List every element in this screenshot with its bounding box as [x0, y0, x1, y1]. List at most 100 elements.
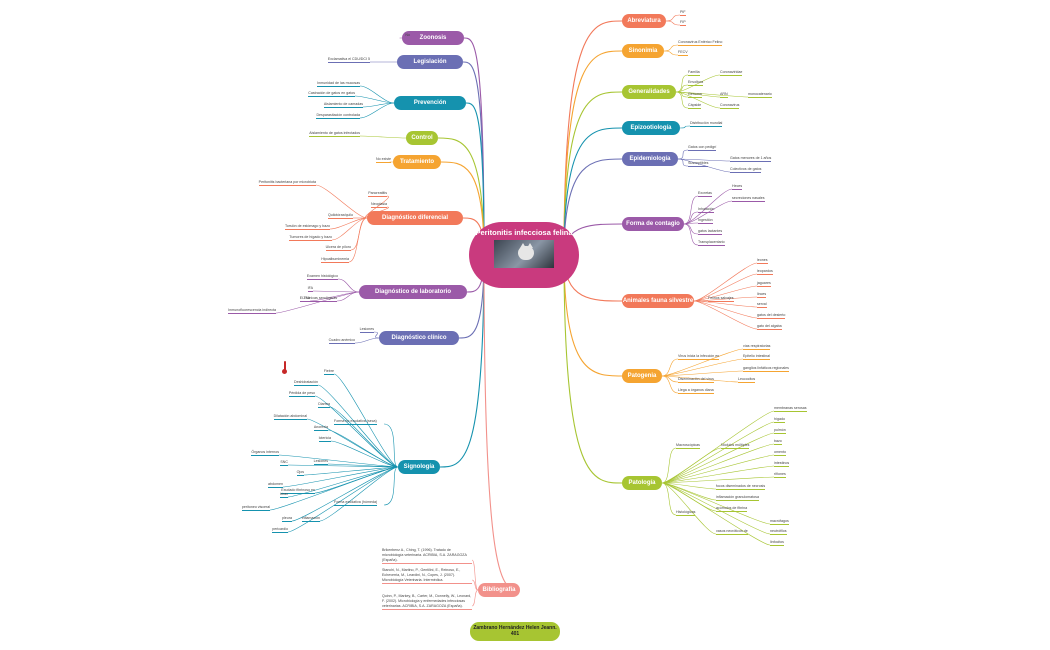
- leaf-contagio[interactable]: gatos lactantes: [698, 229, 723, 235]
- leaf-dx-laboratorio[interactable]: IFA: [307, 286, 313, 292]
- leaf-patologia[interactable]: riñones: [774, 472, 786, 478]
- branch-tratamiento[interactable]: Tratamiento: [393, 155, 441, 169]
- leaf-tratamiento[interactable]: No existe: [376, 157, 391, 163]
- leaf-prevencion[interactable]: Desparasitación controlada: [316, 113, 360, 119]
- leaf-contagio[interactable]: Ingestión: [698, 218, 713, 224]
- leaf-signologia-humeda[interactable]: peritoneo visceral: [241, 505, 270, 511]
- leaf-patologia[interactable]: linfocitos: [770, 540, 784, 546]
- bibliography-entry[interactable]: Quinn, P., Markey, B., Carter, M., Donne…: [382, 594, 472, 610]
- leaf-dx-clinico[interactable]: Cuadro anémico: [328, 338, 355, 344]
- leaf-signologia-seca[interactable]: SNC: [280, 460, 288, 466]
- leaf-contagio[interactable]: Transplacentario: [698, 240, 725, 246]
- branch-epidemiologia[interactable]: Epidemiología: [622, 152, 678, 166]
- leaf-patogenia[interactable]: Llega a órganos diana: [678, 388, 714, 394]
- branch-contagio[interactable]: Forma de contagio: [622, 217, 684, 231]
- leaf-prevencion[interactable]: Aislamiento de camadas: [323, 102, 363, 108]
- leaf-signologia-seca[interactable]: Ojos: [296, 470, 304, 476]
- leaf-signologia-humeda[interactable]: pleura: [282, 516, 292, 522]
- leaf-signologia-humeda-label[interactable]: Forma exudativa (húmeda): [334, 500, 378, 506]
- leaf-patologia[interactable]: bazo: [774, 439, 782, 445]
- branch-prevencion[interactable]: Prevención: [394, 96, 466, 110]
- leaf-signologia-seca[interactable]: Fiebre: [323, 369, 334, 375]
- leaf-fauna[interactable]: leones: [757, 258, 768, 264]
- branch-legislacion[interactable]: Legislación: [397, 55, 463, 69]
- leaf-epizootiologia[interactable]: Distribución mundial: [690, 121, 723, 127]
- leaf-generalidades[interactable]: Genoma: [688, 92, 702, 98]
- leaf-dx-diferencial[interactable]: Hipoalbuminemia: [321, 257, 349, 263]
- leaf-signologia-seca[interactable]: Dilatación abdominal: [273, 414, 307, 420]
- leaf-signologia-seca[interactable]: Órganos internos: [251, 450, 279, 456]
- leaf-patologia[interactable]: macrófagos: [770, 519, 789, 525]
- leaf-patogenia[interactable]: Epitelio intestinal: [743, 354, 770, 360]
- leaf-contagio[interactable]: secreciones nasales: [732, 196, 765, 202]
- leaf-prevencion[interactable]: Castración de gatos en gatos: [308, 91, 355, 97]
- branch-generalidades[interactable]: Generalidades: [622, 85, 676, 99]
- leaf-dx-laboratorio[interactable]: Inmunofluorescencia indirecta: [228, 308, 276, 314]
- leaf-prevencion[interactable]: Inmunidad de las mucosas: [317, 81, 360, 87]
- leaf-patologia[interactable]: hígado: [774, 417, 785, 423]
- leaf-epidemiologia[interactable]: Gatos con pedigrí: [688, 145, 717, 151]
- leaf-generalidades[interactable]: Coronavirus: [720, 103, 740, 109]
- leaf-epidemiologia[interactable]: Gatos menores de 1 años: [730, 156, 772, 162]
- leaf-control[interactable]: Aislamiento de gatos infectados: [309, 131, 360, 137]
- leaf-signologia-humeda[interactable]: pericardio: [272, 527, 288, 533]
- leaf-contagio[interactable]: Inhalación: [698, 207, 715, 213]
- leaf-generalidades[interactable]: Familia: [688, 70, 700, 76]
- leaf-fauna[interactable]: linces: [757, 292, 767, 298]
- branch-dx-clinico[interactable]: Diagnóstico clínico: [379, 331, 459, 345]
- leaf-contagio[interactable]: Excretas: [698, 191, 712, 197]
- leaf-generalidades[interactable]: Cápside: [688, 103, 702, 109]
- bibliography-entry[interactable]: Stanchi, N., Martino, P., Gentilini, E.,…: [382, 568, 472, 584]
- leaf-dx-diferencial[interactable]: Peritonitis bacteriana por microbiota: [258, 180, 316, 186]
- leaf-fauna[interactable]: serval: [757, 302, 767, 308]
- branch-dx-diferencial[interactable]: Diagnóstico diferencial: [367, 211, 463, 225]
- leaf-dx-diferencial[interactable]: Torsión de estómago y bazo: [285, 224, 330, 230]
- leaf-patologia[interactable]: inflamación granulomatosa: [716, 495, 759, 501]
- leaf-patogenia[interactable]: ganglios linfáticos regionales: [743, 366, 789, 372]
- bibliography-entry[interactable]: Brikenbenz A., Ching, T. (1996). Tratado…: [382, 548, 472, 564]
- leaf-patologia[interactable]: Nódulos múltiples: [721, 443, 750, 449]
- leaf-dx-clinico[interactable]: Lesiones: [359, 327, 374, 333]
- leaf-generalidades[interactable]: Envoltura: [688, 80, 704, 86]
- leaf-fauna[interactable]: jaguares: [757, 281, 771, 287]
- leaf-patogenia[interactable]: vías respiratorias: [743, 344, 771, 350]
- leaf-signologia-seca[interactable]: Anorexia: [313, 425, 328, 431]
- leaf-signologia-humeda[interactable]: Exudado fibrinoso en: [281, 488, 315, 494]
- leaf-fauna[interactable]: leopardos: [757, 269, 773, 275]
- leaf-patologia[interactable]: pulmón: [774, 428, 786, 434]
- leaf-abreviatura[interactable]: PIF: [680, 10, 686, 16]
- branch-signologia[interactable]: Signología: [398, 460, 440, 474]
- leaf-dx-diferencial[interactable]: Quilotórax/quilo: [328, 213, 353, 219]
- branch-abreviatura[interactable]: Abreviatura: [622, 14, 666, 28]
- author-node[interactable]: Zambrano Hernández Helen Jeann. 401: [470, 622, 560, 641]
- leaf-patologia[interactable]: omento: [774, 450, 786, 456]
- leaf-signologia-seca[interactable]: Diarrea: [318, 402, 330, 408]
- leaf-fauna[interactable]: Felinos salvajes: [708, 296, 734, 302]
- leaf-patologia[interactable]: Macroscópicas: [676, 443, 700, 449]
- branch-control[interactable]: Control: [406, 131, 438, 145]
- leaf-sinonimia[interactable]: FECV: [678, 50, 688, 56]
- branch-bibliografia[interactable]: Bibliografía: [478, 583, 520, 597]
- leaf-dx-laboratorio[interactable]: Examen histológico: [306, 274, 338, 280]
- branch-patogenia[interactable]: Patogenia: [622, 369, 662, 383]
- leaf-dx-diferencial[interactable]: Neoplasia: [371, 202, 387, 208]
- branch-zoonosis[interactable]: Zoonosis: [402, 31, 464, 45]
- leaf-patologia[interactable]: intestinos: [774, 461, 790, 467]
- branch-patologia[interactable]: Patología: [622, 476, 662, 490]
- leaf-sinonimia[interactable]: Coronavirus Entérico Felino: [678, 40, 723, 46]
- leaf-signologia-seca[interactable]: Deshidratación: [294, 380, 318, 386]
- leaf-fauna[interactable]: gato del algaba: [757, 324, 782, 330]
- leaf-zoonosis[interactable]: No: [405, 33, 410, 39]
- leaf-patogenia[interactable]: Virus inicia la infección en: [678, 354, 720, 360]
- leaf-contagio[interactable]: Heces: [732, 184, 743, 190]
- leaf-patologia[interactable]: vasos necróticos de: [716, 529, 748, 535]
- leaf-epidemiologia[interactable]: Susceptibles: [688, 161, 709, 167]
- leaf-signologia-seca[interactable]: Pérdida de peso: [288, 391, 315, 397]
- leaf-generalidades[interactable]: Coronaviridae: [720, 70, 743, 76]
- branch-fauna[interactable]: Animales fauna silvestre: [622, 294, 694, 308]
- leaf-dx-laboratorio[interactable]: ELISA: [299, 296, 310, 302]
- leaf-generalidades[interactable]: ARN: [720, 92, 728, 98]
- leaf-dx-laboratorio[interactable]: Técnicas serológicas: [303, 296, 337, 302]
- central-topic[interactable]: Peritonitis infecciosa felina: [469, 222, 579, 288]
- leaf-patogenia[interactable]: Diseminación del virus: [678, 377, 714, 383]
